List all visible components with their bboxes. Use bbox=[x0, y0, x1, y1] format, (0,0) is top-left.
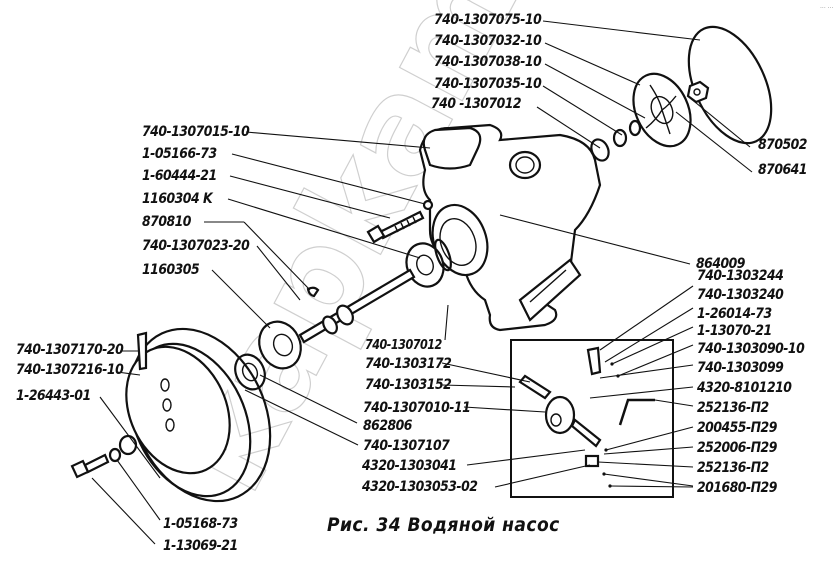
part-label: 1-60444-21 bbox=[142, 168, 217, 184]
washer bbox=[422, 199, 434, 211]
part-label: 740-1303090-10 bbox=[697, 341, 805, 357]
part-label: 740-1307010-11 bbox=[363, 400, 471, 416]
part-label: 864009 bbox=[696, 256, 745, 272]
part-label: 740-1307015-10 bbox=[142, 124, 250, 140]
part-label: 1160304 K bbox=[142, 191, 213, 207]
part-label: 740-1307216-10 bbox=[16, 362, 124, 378]
part-label: 740 -1307012 bbox=[431, 96, 522, 112]
corner-mark: ... ... bbox=[820, 3, 834, 10]
part-label: 740-1307075-10 bbox=[434, 12, 542, 28]
front-bearing bbox=[405, 238, 452, 288]
shaft-key bbox=[306, 286, 320, 298]
part-label: 740-1307035-10 bbox=[434, 76, 542, 92]
part-label: 4320-1303041 bbox=[362, 458, 457, 474]
part-label: 252006-П29 bbox=[697, 440, 777, 456]
part-label: 740-1303172 bbox=[365, 356, 452, 372]
part-label: 1-13069-21 bbox=[163, 538, 238, 554]
part-label: 740-1303152 bbox=[365, 377, 452, 393]
part-label: 862806 bbox=[363, 418, 412, 434]
pump-housing bbox=[418, 123, 602, 332]
part-label: 870502 bbox=[758, 137, 807, 153]
seal-ring bbox=[612, 128, 628, 148]
pulley bbox=[125, 327, 272, 503]
impeller-nut bbox=[686, 80, 710, 104]
inset-frame bbox=[510, 339, 674, 498]
part-label: 740-1303244 bbox=[697, 268, 784, 284]
seal-washer bbox=[628, 119, 642, 137]
part-label: 4320-1303053-02 bbox=[362, 479, 478, 495]
part-label: 740-1307107 bbox=[363, 438, 450, 454]
part-label: 740-1303099 bbox=[697, 360, 784, 376]
part-label: 201680-П29 bbox=[697, 480, 777, 496]
part-label: 1-05168-73 bbox=[163, 516, 238, 532]
part-label: 4320-8101210 bbox=[697, 380, 792, 396]
leader-lines bbox=[91, 20, 753, 545]
lock-washer bbox=[108, 447, 122, 463]
pulley-seal-ring bbox=[687, 25, 773, 145]
part-label: 870810 bbox=[142, 214, 191, 230]
part-label: 740-1307032-10 bbox=[434, 33, 542, 49]
part-label: 200455-П29 bbox=[697, 420, 777, 436]
part-label: 870641 bbox=[758, 162, 807, 178]
part-label: 1-13070-21 bbox=[697, 323, 772, 339]
part-label: 1160305 bbox=[142, 262, 200, 278]
part-label: 1-05166-73 bbox=[142, 146, 217, 162]
pulley-washer bbox=[118, 434, 138, 456]
part-label: 740-1307012 bbox=[365, 338, 442, 353]
part-label: 1-26014-73 bbox=[697, 306, 772, 322]
figure-caption: Рис. 34 Водяной насос bbox=[327, 514, 560, 536]
pulley-bolt bbox=[70, 453, 110, 479]
part-label: 740-1307170-20 bbox=[16, 342, 124, 358]
part-label: 252136-П2 bbox=[697, 400, 769, 416]
part-label: 740-1307038-10 bbox=[434, 54, 542, 70]
part-label: 740-1303240 bbox=[697, 287, 784, 303]
part-label: 252136-П2 bbox=[697, 460, 769, 476]
pump-shaft bbox=[298, 268, 416, 344]
part-label: 1-26443-01 bbox=[16, 388, 91, 404]
pulley-pin bbox=[136, 331, 148, 371]
housing-bolt bbox=[366, 210, 425, 244]
impeller bbox=[632, 72, 692, 148]
part-label: 740-1307023-20 bbox=[142, 238, 250, 254]
